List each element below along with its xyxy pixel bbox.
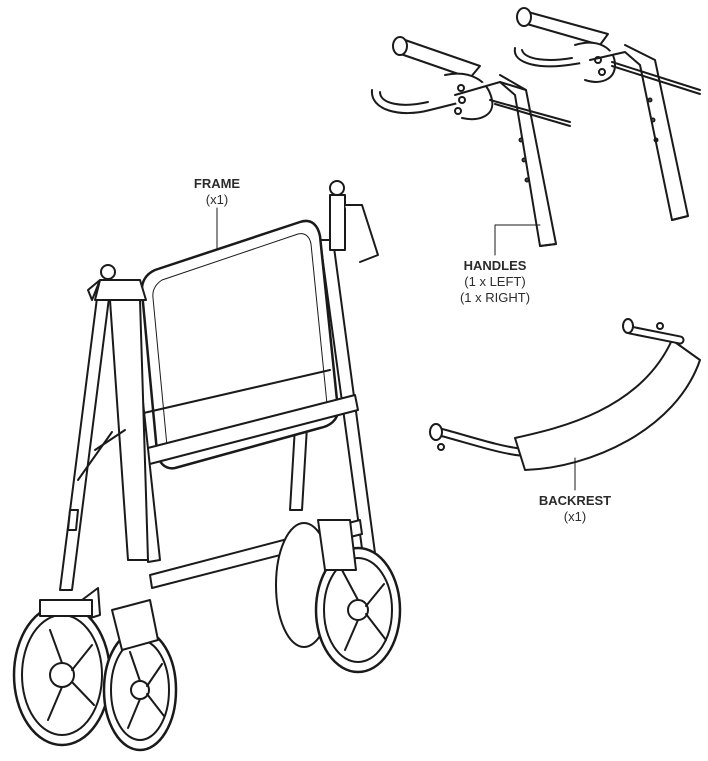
- handles-label-left: (1 x LEFT): [464, 274, 526, 289]
- backrest-illustration: [430, 319, 700, 490]
- seat: [142, 221, 338, 468]
- front-wheels: [14, 600, 176, 750]
- left-handle: [372, 37, 570, 246]
- frame-label-title: FRAME: [193, 176, 241, 191]
- handles-illustration: [372, 8, 700, 255]
- frame-illustration: [14, 181, 400, 750]
- backrest-label: BACKREST (x1): [525, 493, 625, 525]
- frame-label: FRAME (x1): [177, 176, 257, 208]
- handles-leader-line: [495, 225, 540, 255]
- handles-label: HANDLES (1 x LEFT) (1 x RIGHT): [440, 258, 550, 306]
- handles-label-title: HANDLES: [463, 258, 527, 273]
- backrest-label-title: BACKREST: [538, 493, 612, 508]
- right-handle: [515, 8, 700, 220]
- backrest-label-qty: (x1): [563, 509, 587, 524]
- frame-label-qty: (x1): [205, 192, 229, 207]
- handles-label-right: (1 x RIGHT): [459, 290, 531, 305]
- rear-wheels: [276, 520, 400, 672]
